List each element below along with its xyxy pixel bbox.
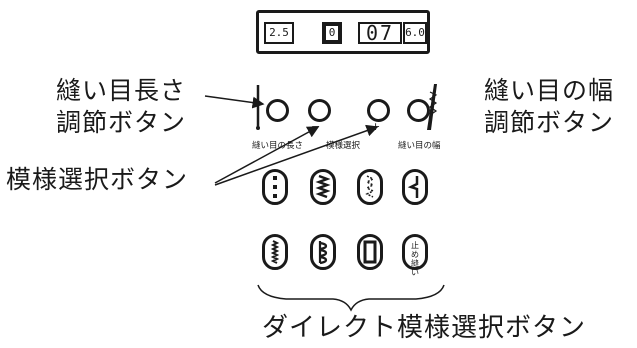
stitch-width-caption: 縫い目の幅 [398, 141, 441, 151]
zigzag-stitch-icon [315, 174, 331, 199]
direct-button-triple-zigzag[interactable] [262, 234, 288, 270]
stitch-width-button[interactable] [407, 99, 430, 122]
pattern-plus-button[interactable] [367, 99, 390, 122]
pattern-minus-leader [214, 126, 320, 184]
stitch-length-button[interactable] [266, 99, 289, 122]
stitch-width-wedge-icon [427, 84, 437, 130]
lock-stitch-text-content: 止め縫い [411, 241, 419, 277]
buttonhole-icon [363, 240, 377, 264]
shell-stitch-icon [318, 241, 328, 265]
pattern-select-caption: 模様選択 [326, 141, 361, 151]
stitch-width-label-line2: 調節ボタン [484, 108, 615, 137]
stitch-length-label-line1: 縫い目長さ [56, 76, 187, 105]
direct-button-blind-hem[interactable] [402, 169, 428, 205]
triple-zigzag-icon [270, 240, 280, 264]
straight-stitch-icon [273, 176, 277, 198]
direct-button-lock-stitch[interactable]: 止め縫い [402, 234, 428, 277]
direct-button-zigzag[interactable] [310, 169, 336, 205]
direct-button-stretch[interactable] [357, 169, 383, 205]
direct-button-shell[interactable] [310, 234, 336, 270]
pattern-minus-button[interactable] [308, 99, 331, 122]
direct-pattern-select-label: ダイレクト模様選択ボタン [262, 313, 587, 343]
stitch-length-leader [204, 95, 265, 109]
direct-button-buttonhole[interactable] [357, 234, 383, 270]
stitch-width-label-line1: 縫い目の幅 [484, 76, 615, 105]
stretch-stitch-icon [365, 175, 375, 198]
display-pattern-number: 07 [358, 22, 402, 44]
stitch-length-caption: 縫い目の長さ [252, 141, 304, 151]
direct-buttons-bracket [257, 284, 445, 312]
pattern-plus-leader [214, 124, 379, 186]
blind-hem-stitch-icon [407, 176, 419, 198]
lock-stitch-text: 止め縫い [405, 241, 425, 277]
stitch-length-label-line2: 調節ボタン [56, 108, 187, 137]
stitch-length-indicator-dot [256, 126, 260, 130]
direct-button-straight[interactable] [262, 169, 288, 205]
pattern-select-label: 模様選択ボタン [6, 165, 189, 194]
display-left-value: 2.5 [264, 22, 294, 44]
display-middle-value: 0 [322, 22, 342, 44]
lcd-display: 2.5 0 07 6.0 [256, 10, 430, 54]
display-right-value: 6.0 [403, 22, 427, 44]
